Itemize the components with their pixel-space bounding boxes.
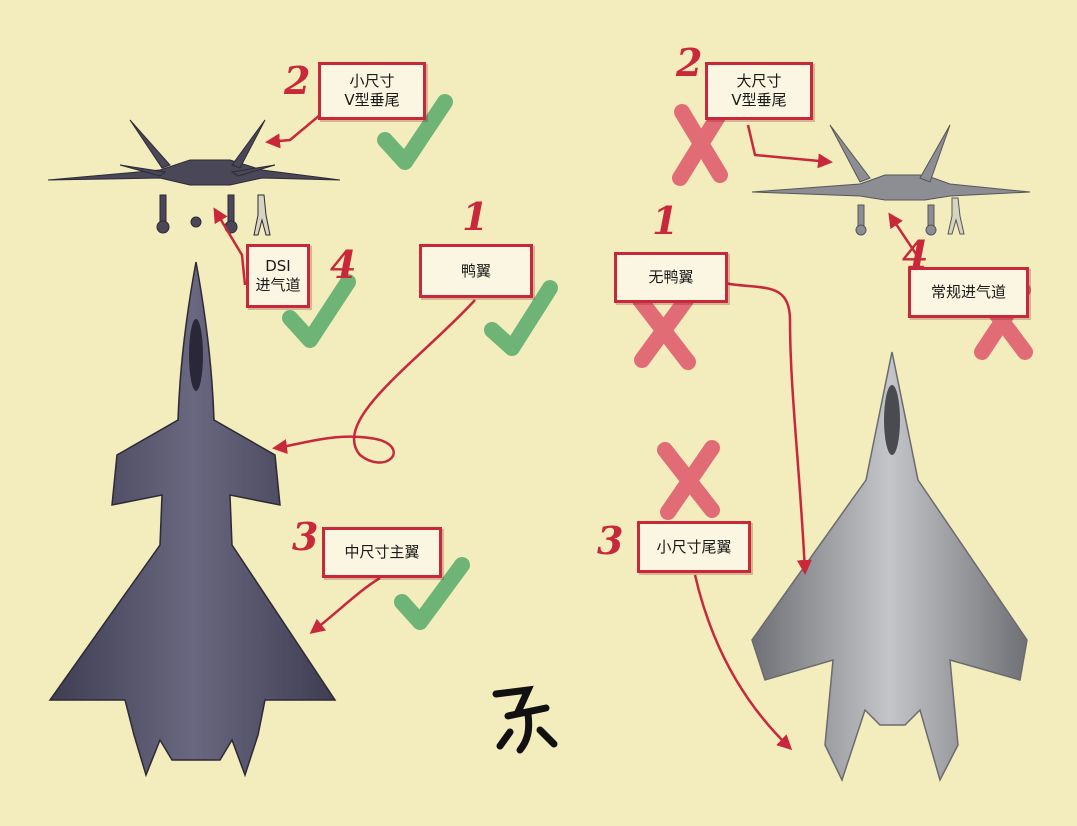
label-no-canard: 无鸭翼 bbox=[614, 252, 728, 303]
label-small-v-tail: 小尺寸 V型垂尾 bbox=[318, 62, 426, 120]
arrow-icon bbox=[213, 114, 922, 751]
left-jet-top-view bbox=[48, 261, 337, 778]
number-1-right: 1 bbox=[652, 198, 679, 243]
right-jet-top-view bbox=[751, 351, 1028, 783]
check-icon bbox=[394, 557, 470, 630]
check-icon bbox=[377, 94, 453, 170]
left-jet-front-view bbox=[47, 119, 341, 236]
cross-icon bbox=[657, 440, 720, 520]
number-3-right: 3 bbox=[597, 518, 624, 563]
number-2-right: 2 bbox=[676, 40, 703, 85]
label-small-tail-wing: 小尺寸尾翼 bbox=[637, 521, 751, 573]
label-dsi-intake: DSI 进气道 bbox=[246, 244, 310, 308]
number-3-left: 3 bbox=[292, 514, 319, 559]
cross-icon bbox=[672, 102, 730, 186]
signature-mark bbox=[492, 685, 558, 754]
check-icon bbox=[282, 274, 356, 348]
number-1-left: 1 bbox=[462, 194, 489, 239]
label-medium-main-wing: 中尺寸主翼 bbox=[322, 527, 442, 578]
number-2-left: 2 bbox=[284, 58, 311, 103]
check-icon bbox=[484, 280, 558, 356]
label-conventional-intake: 常规进气道 bbox=[908, 267, 1029, 318]
label-canard: 鸭翼 bbox=[419, 244, 533, 298]
right-jet-front-view bbox=[751, 124, 1031, 236]
number-4-left: 4 bbox=[330, 242, 357, 287]
label-large-v-tail: 大尺寸 V型垂尾 bbox=[705, 62, 813, 120]
cross-icon bbox=[632, 292, 696, 370]
